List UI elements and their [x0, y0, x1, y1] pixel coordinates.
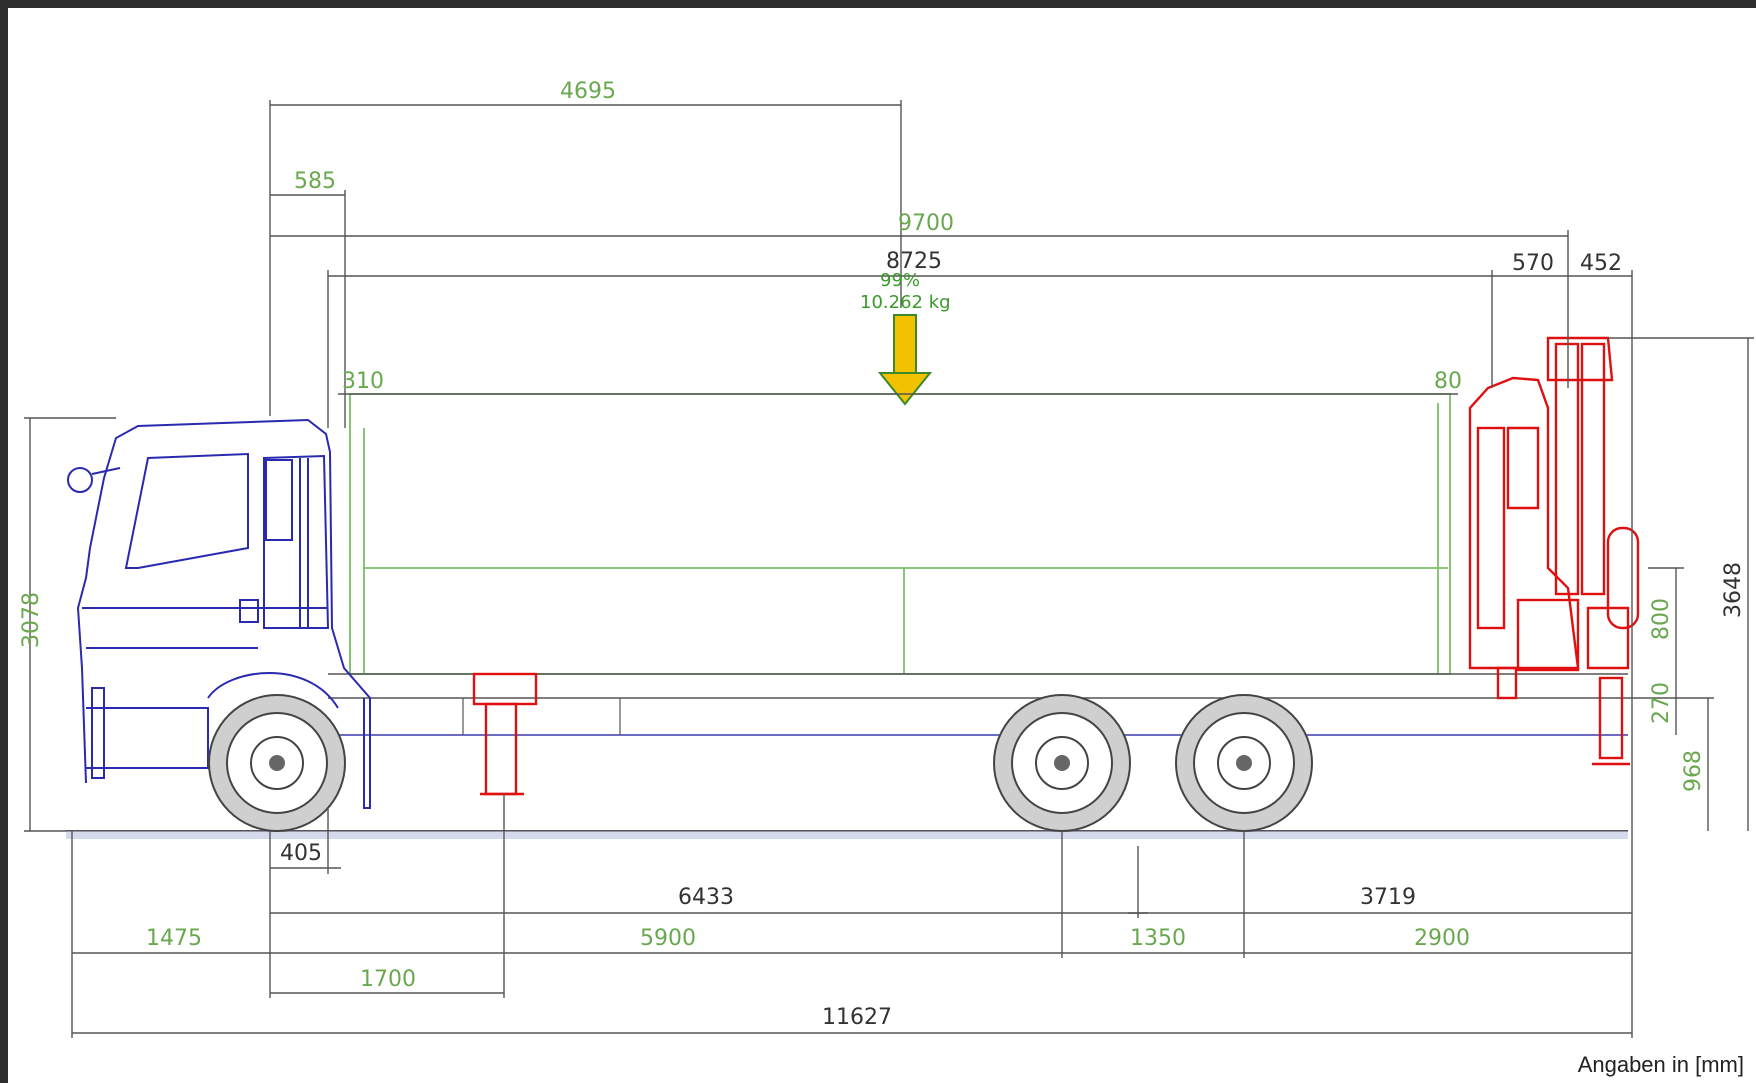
dim-4695: 4695 [560, 79, 616, 104]
dim-11627: 11627 [822, 1005, 892, 1030]
dim-3648: 3648 [1721, 562, 1746, 618]
dim-5900: 5900 [640, 926, 696, 951]
dim-1475: 1475 [146, 926, 202, 951]
dim-585: 585 [294, 169, 336, 194]
dim-270: 270 [1649, 682, 1674, 724]
rear-wheel-1 [993, 694, 1131, 832]
dim-570: 570 [1512, 251, 1554, 276]
dimension-labels: 4695 585 9700 8725 570 452 310 80 3078 3… [19, 79, 1746, 1030]
rear-wheel-2 [1175, 694, 1313, 832]
dim-405: 405 [280, 841, 322, 866]
dim-3719: 3719 [1360, 885, 1416, 910]
drawing-sheet: 4695 585 9700 8725 570 452 310 80 3078 3… [8, 8, 1756, 1083]
unit-note: Angaben in [mm] [1578, 1052, 1744, 1077]
front-outrigger [472, 672, 538, 796]
load-labels: 99% 10.262 kg [860, 270, 951, 313]
dim-968: 968 [1681, 750, 1706, 792]
front-wheel [208, 694, 346, 832]
dim-2900: 2900 [1414, 926, 1470, 951]
dim-1700: 1700 [360, 967, 416, 992]
cargo-body [349, 393, 1451, 675]
truck-cab [67, 418, 371, 809]
dim-6433: 6433 [678, 885, 734, 910]
dimension-lines [24, 100, 1754, 1038]
dim-1350: 1350 [1130, 926, 1186, 951]
dim-80: 80 [1434, 369, 1462, 394]
load-weight: 10.262 kg [860, 292, 951, 313]
load-arrow [877, 314, 933, 406]
dim-8725: 8725 [886, 249, 942, 274]
dim-9700: 9700 [898, 211, 954, 236]
ground-line [66, 830, 1628, 839]
dim-3078: 3078 [19, 592, 44, 648]
dim-800: 800 [1649, 598, 1674, 640]
chassis-frame [328, 673, 1628, 736]
load-percent: 99% [880, 270, 920, 291]
dim-310: 310 [342, 369, 384, 394]
truck-drawing: 4695 585 9700 8725 570 452 310 80 3078 3… [19, 79, 1754, 1077]
loader-crane [1468, 336, 1640, 766]
dim-452: 452 [1580, 251, 1622, 276]
